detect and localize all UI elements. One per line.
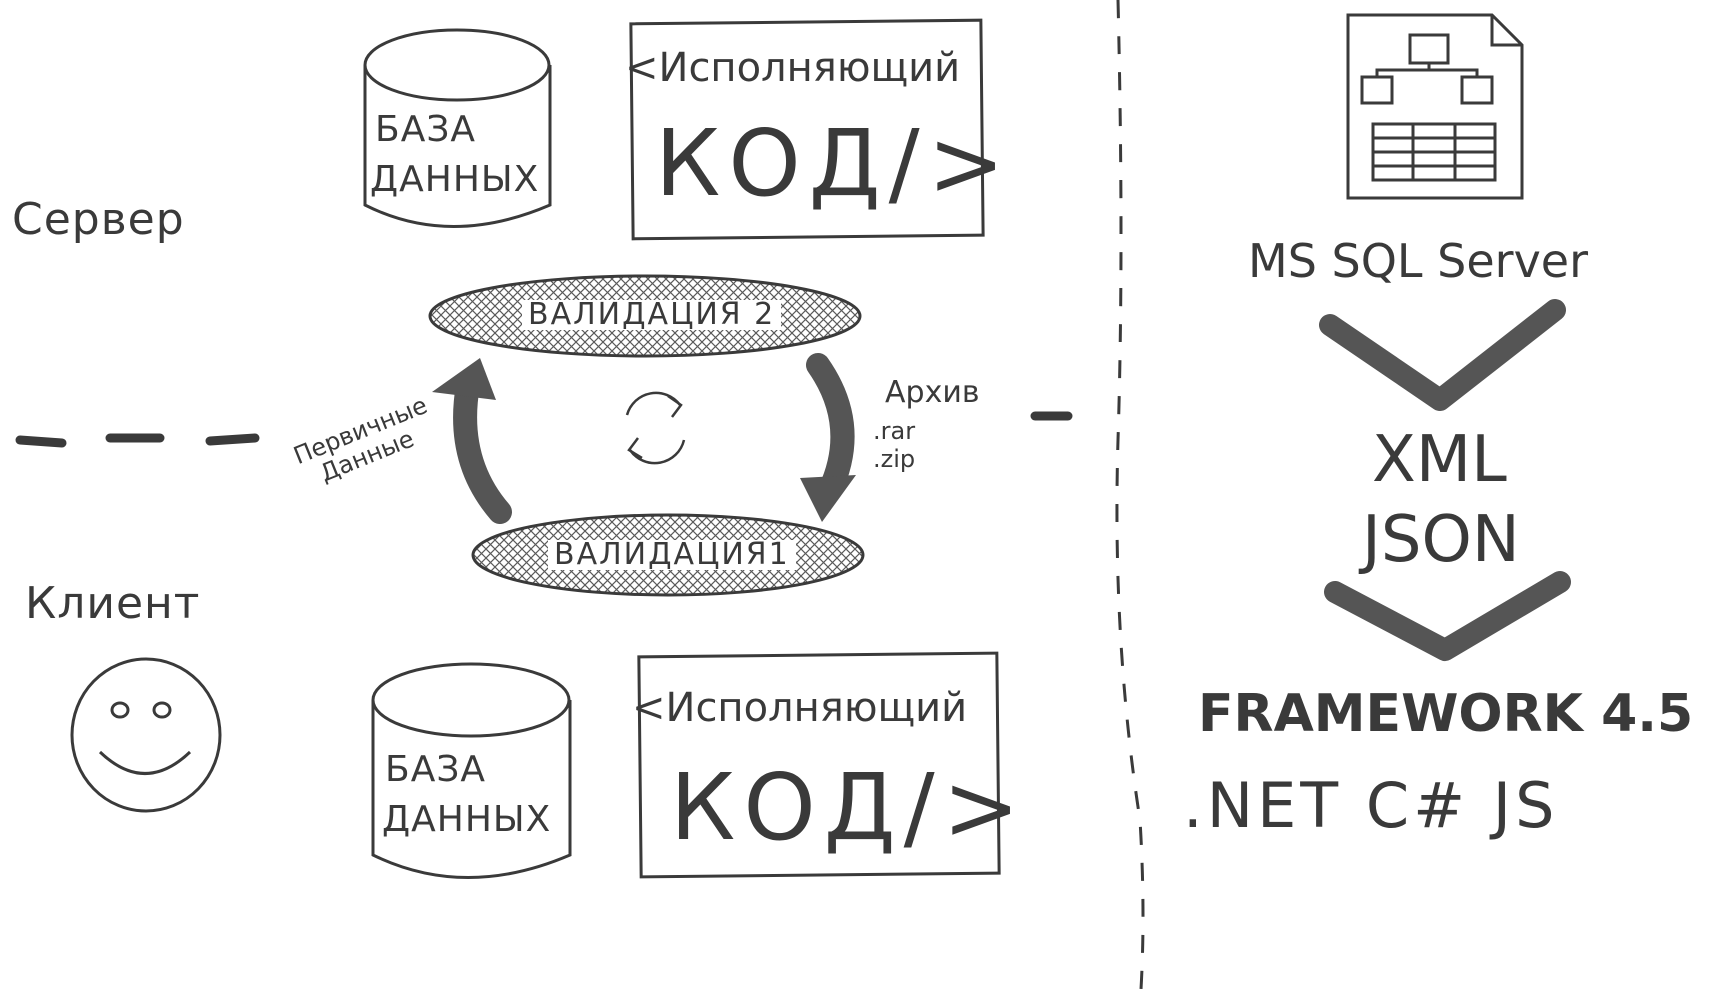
format-json-label: JSON: [1362, 503, 1520, 577]
framework-label: FRAMEWORK 4.5: [1198, 684, 1694, 744]
archive-ext-rar: .rar: [873, 417, 916, 445]
format-xml-label: XML: [1372, 423, 1507, 497]
server-database-icon: [363, 28, 552, 228]
client-code-title: <Исполняющий: [632, 685, 968, 731]
client-database-icon: [371, 662, 572, 879]
validation-1-label: ВАЛИДАЦИЯ1: [548, 540, 796, 570]
server-code-box: [629, 18, 985, 241]
validation-2-label: ВАЛИДАЦИЯ 2: [522, 300, 782, 330]
vertical-separator: [1115, 0, 1145, 1005]
refresh-icon: [625, 391, 686, 465]
server-label: Сервер: [12, 194, 185, 245]
ms-sql-server-label: MS SQL Server: [1248, 234, 1589, 288]
server-db-label-line2: ДАННЫХ: [370, 159, 540, 200]
client-db-label-line2: ДАННЫХ: [382, 799, 552, 840]
server-client-divider: [15, 411, 1073, 448]
client-code-big: КОД/>: [670, 754, 1028, 861]
server-db-label-line1: БАЗА: [375, 109, 477, 150]
download-arrow-icon: [800, 353, 856, 522]
upload-arrow-icon: [432, 358, 512, 524]
archive-ext-zip: .zip: [873, 445, 916, 473]
client-db-label-line1: БАЗА: [385, 749, 487, 790]
smiley-face-icon: [70, 657, 222, 813]
chevron-down-icon: [1319, 299, 1566, 411]
xml-document-icon: [1346, 13, 1524, 200]
chevron-down-icon-2: [1324, 571, 1571, 661]
stack-label: .NET C# JS: [1183, 769, 1559, 842]
client-label: Клиент: [25, 578, 201, 629]
client-code-box: [637, 651, 1001, 879]
server-code-title: <Исполняющий: [625, 45, 961, 91]
server-code-big: КОД/>: [655, 110, 1013, 217]
archive-title: Архив: [885, 375, 980, 410]
